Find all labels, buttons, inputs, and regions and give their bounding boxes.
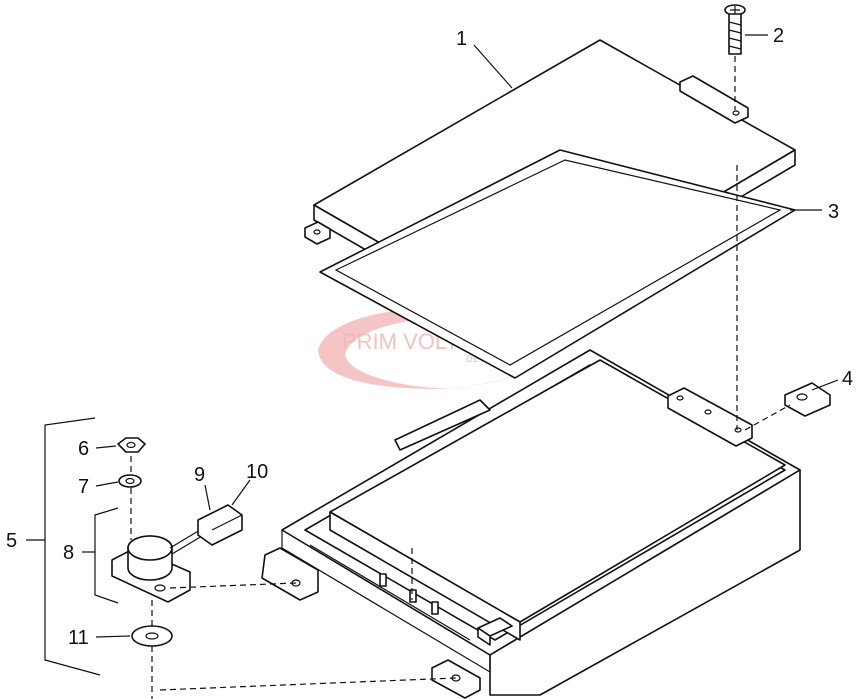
screw xyxy=(724,4,746,55)
callout-5: 5 xyxy=(6,530,17,552)
box-tab-left xyxy=(261,547,319,601)
lid-tab-left xyxy=(304,221,331,245)
wire-connector xyxy=(197,504,243,546)
flat-washer xyxy=(131,625,173,647)
callout-8: 8 xyxy=(63,542,74,564)
leader-lines xyxy=(26,34,839,676)
callout-6: 6 xyxy=(78,438,89,460)
lock-washer xyxy=(118,474,142,488)
callout-labels: 1 2 3 4 5 6 7 8 9 10 11 xyxy=(6,25,853,649)
callout-9: 9 xyxy=(194,464,205,486)
lid-tab-rear xyxy=(679,75,749,124)
callout-2: 2 xyxy=(773,25,784,47)
callout-1: 1 xyxy=(456,28,467,50)
sensor-wire xyxy=(169,529,203,555)
callout-10: 10 xyxy=(246,461,268,483)
nut xyxy=(117,437,146,453)
mounting-clip xyxy=(784,382,831,417)
control-box-housing xyxy=(261,349,801,699)
gasket xyxy=(319,149,796,379)
callout-11: 11 xyxy=(68,627,89,649)
box-tab-front xyxy=(431,659,481,699)
callout-4: 4 xyxy=(842,368,853,390)
callout-3: 3 xyxy=(828,201,839,223)
box-tab-rear xyxy=(667,387,753,447)
assembly-lines xyxy=(130,56,791,699)
callout-7: 7 xyxy=(78,476,89,498)
